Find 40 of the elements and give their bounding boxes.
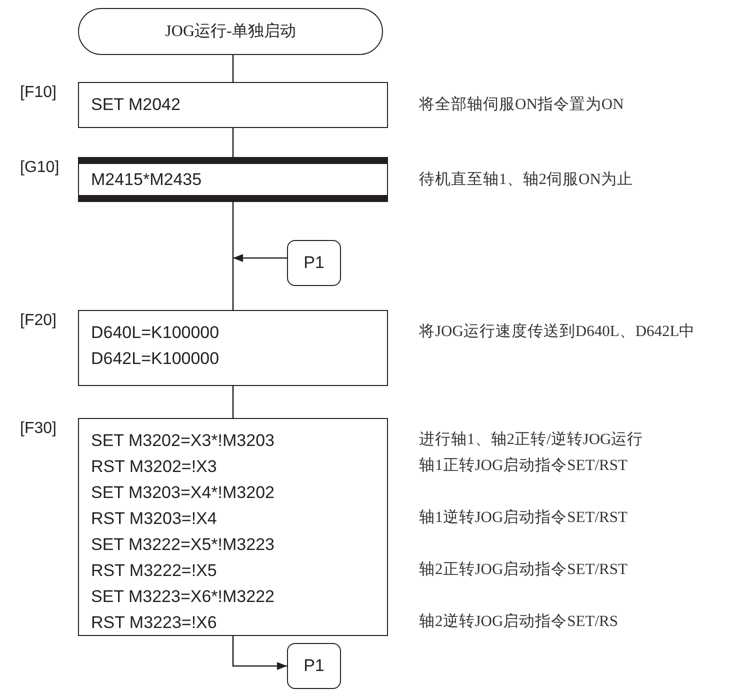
flow-line [232,202,234,310]
flow-line [232,55,234,82]
connector-label: P1 [304,655,324,677]
comment-text: 进行轴1、轴2正转/逆转JOG运行 [419,430,644,450]
connector-label: P1 [304,252,324,274]
comment-text: 轴2正转JOG启动指令SET/RST [419,560,628,580]
arrow [233,254,287,262]
arrow [232,636,287,670]
wait-box [78,157,388,202]
code-line: RST M3223=!X6 [91,612,218,634]
comment-text: 轴1正转JOG启动指令SET/RST [419,456,628,476]
connector-box [287,240,341,286]
comment-text: 待机直至轴1、轴2伺服ON为止 [419,170,633,190]
code-line: SET M2042 [91,94,182,116]
code-line: RST M3222=!X5 [91,560,218,582]
code-line: M2415*M2435 [91,168,203,190]
process-box [78,82,388,128]
code-line: SET M3203=X4*!M3202 [91,482,276,504]
code-line: SET M3223=X6*!M3222 [91,586,276,608]
step-label: [F20] [20,312,56,330]
connector-box [287,643,341,689]
code-line: D642L=K100000 [91,348,220,370]
process-box [78,418,388,636]
start-terminal [78,8,383,55]
code-line: RST M3202=!X3 [91,456,218,478]
code-line: D640L=K100000 [91,322,220,344]
code-line: RST M3203=!X4 [91,508,218,530]
code-line: SET M3202=X3*!M3203 [91,430,276,452]
comment-text: 轴1逆转JOG启动指令SET/RST [419,508,628,528]
comment-text: 将JOG运行速度传送到D640L、D642L中 [419,322,696,342]
flow-line [232,128,234,157]
step-label: [F30] [20,420,56,438]
process-box [78,310,388,386]
comment-text: 轴2逆转JOG启动指令SET/RS [419,612,618,632]
step-label: [G10] [20,159,60,177]
flow-line [232,386,234,418]
comment-text: 将全部轴伺服ON指令置为ON [419,95,624,115]
step-label: [F10] [20,84,56,102]
code-line: SET M3222=X5*!M3223 [91,534,276,556]
terminal-label: JOG运行-单独启动 [165,22,296,42]
